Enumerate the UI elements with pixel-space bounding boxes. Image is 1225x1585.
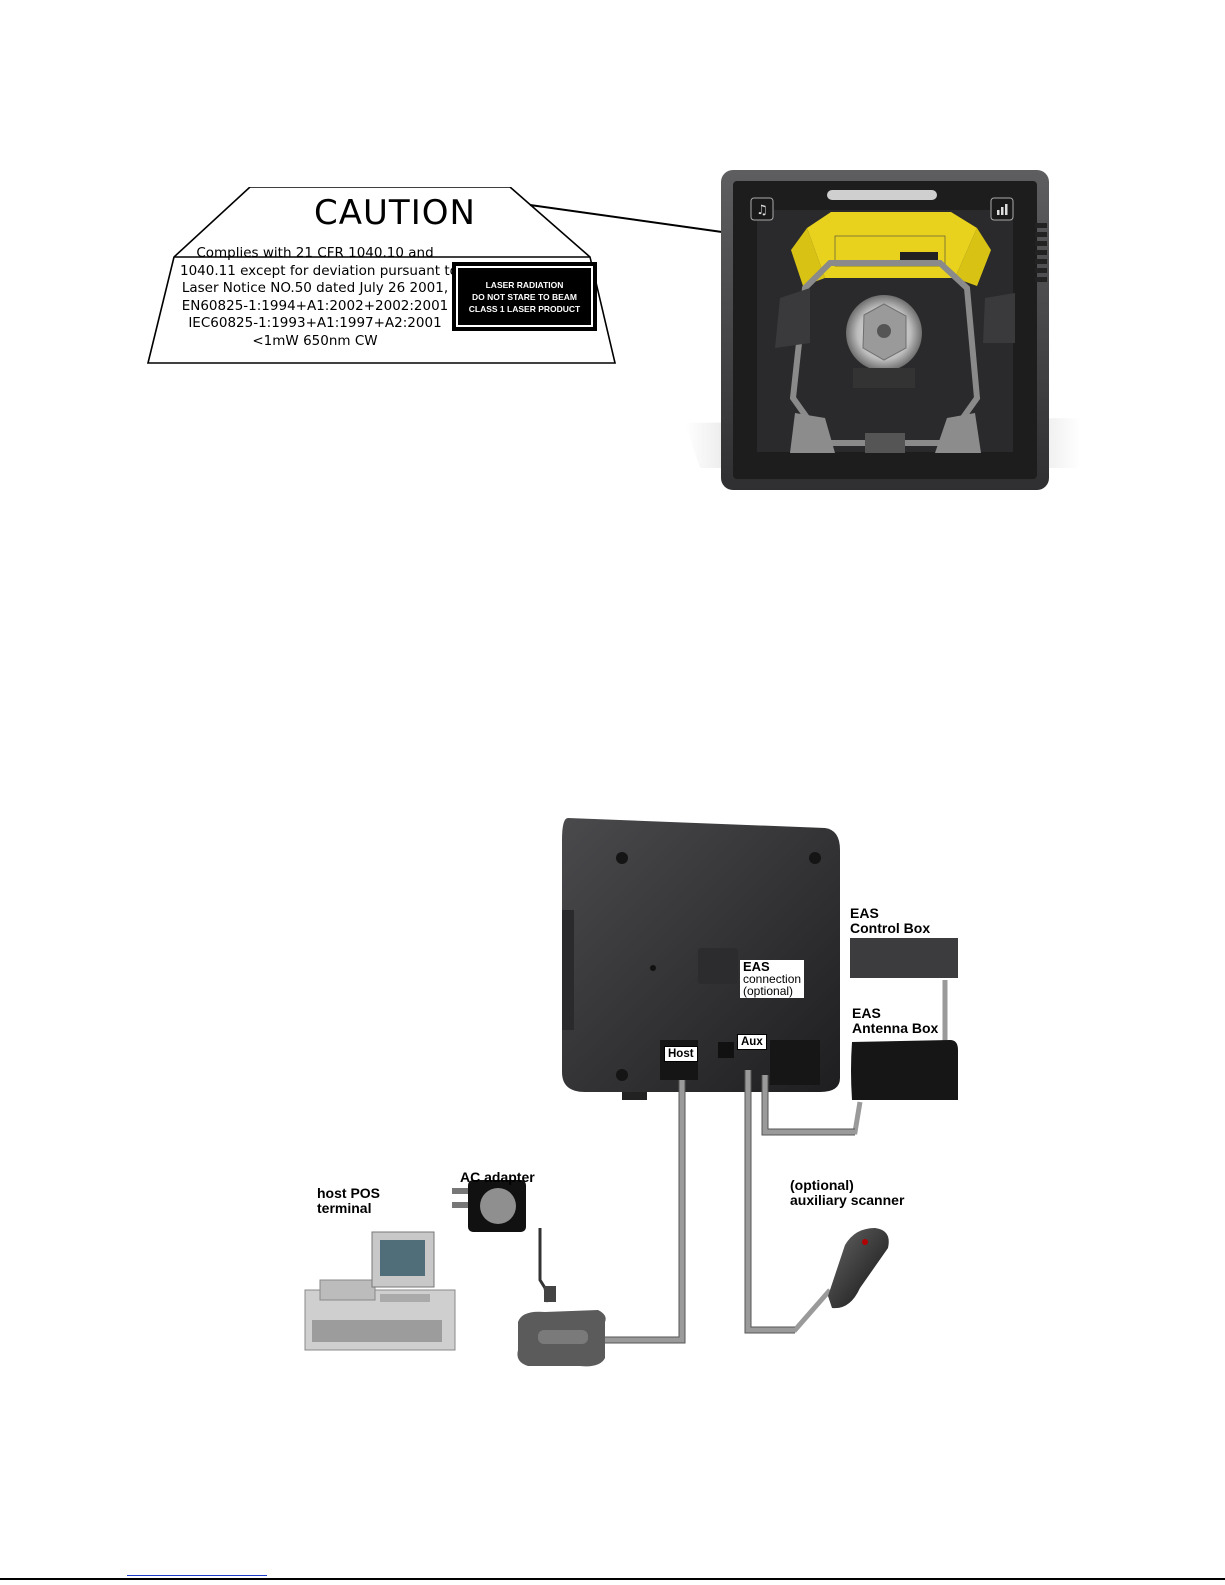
compliance-line: IEC60825-1:1993+A1:1997+A2:2001 <box>188 315 442 331</box>
compliance-line: Complies with 21 CFR 1040.10 and <box>196 245 434 261</box>
laser-warning-line: LASER RADIATION <box>485 279 564 290</box>
laser-warning-line: DO NOT STARE TO BEAM <box>472 291 577 302</box>
svg-text:♫: ♫ <box>756 203 768 218</box>
caution-compliance-text: Complies with 21 CFR 1040.10 and 1040.11… <box>180 245 458 350</box>
compliance-line: 1040.11 except for deviation pursuant to <box>180 262 458 279</box>
compliance-line: Laser Notice NO.50 dated July 26 2001, <box>181 280 449 296</box>
eas-connection-label: EAS connection (optional) <box>740 960 805 998</box>
host-pos-terminal-label: host POS terminal <box>317 1185 381 1216</box>
connection-diagram: EAS Control Box EAS Antenna Box EAS conn… <box>300 810 1000 1395</box>
host-port-label: Host <box>664 1046 698 1062</box>
caution-label: CAUTION Complies with 21 CFR 1040.10 and… <box>145 187 645 372</box>
signal-bars-icon <box>990 197 1014 221</box>
diagram-drawing <box>304 818 958 1367</box>
caution-title: CAUTION <box>314 193 476 233</box>
footer-link-underline <box>127 1575 267 1576</box>
laser-warning-line: CLASS 1 LASER PRODUCT <box>468 303 581 314</box>
laser-warning-box: LASER RADIATION DO NOT STARE TO BEAM CLA… <box>452 262 597 331</box>
label-leader-line <box>529 204 723 233</box>
compliance-line: EN60825-1:1994+A1:2002+2002:2001 <box>181 297 449 314</box>
ac-adapter-label: AC adapter <box>460 1169 535 1185</box>
footer-rule <box>0 1578 1225 1580</box>
eas-control-box-label: EAS Control Box <box>850 905 931 936</box>
compliance-line: <1mW 650nm CW <box>252 332 378 349</box>
aux-scanner-label: (optional) auxiliary scanner <box>790 1177 905 1208</box>
music-note-icon: ♫ <box>750 197 774 221</box>
scanner-front-photo: ♫ <box>685 168 1085 493</box>
eas-antenna-box-label: EAS Antenna Box <box>852 1005 939 1036</box>
aux-port-label: Aux <box>737 1034 767 1050</box>
